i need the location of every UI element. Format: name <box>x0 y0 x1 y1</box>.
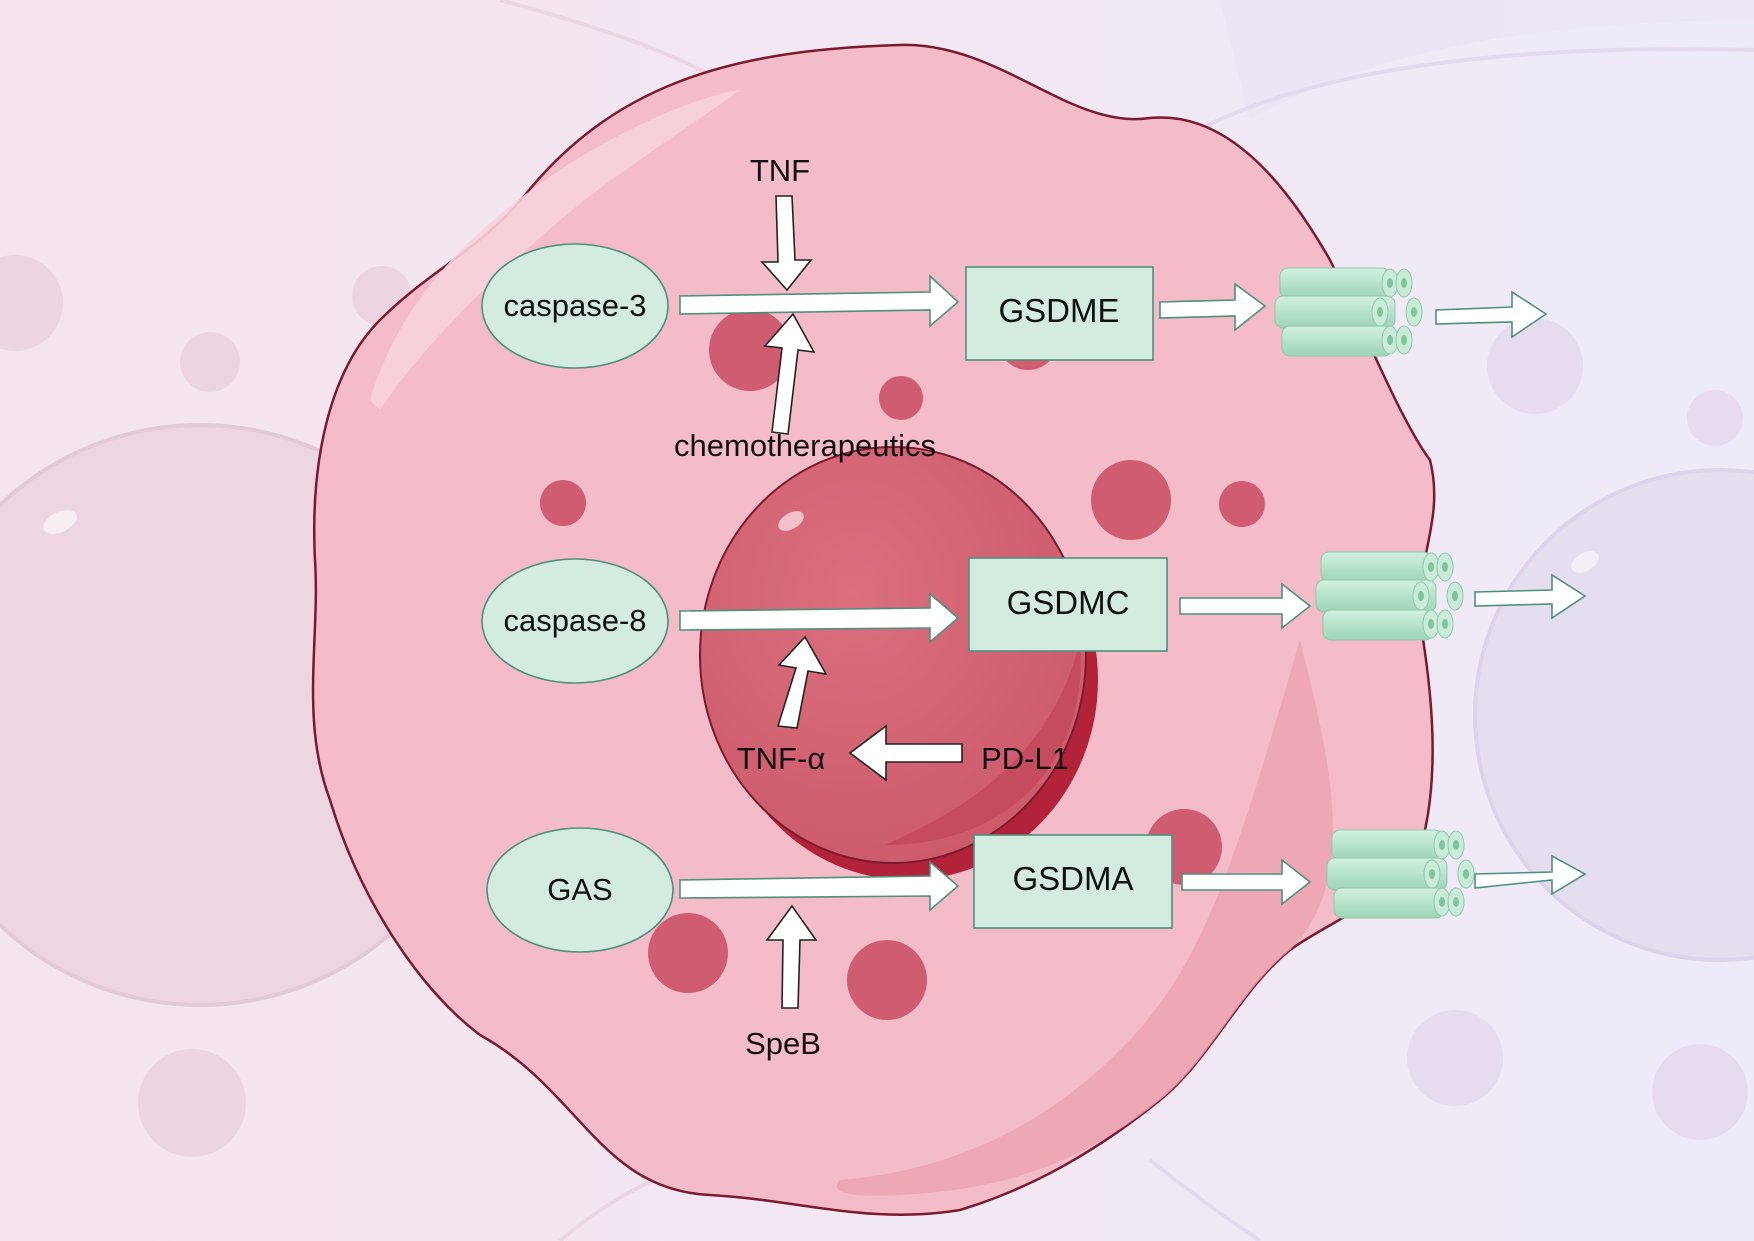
gsdma-label: GSDMA <box>1012 860 1133 897</box>
activator-caspase8-label: caspase-8 <box>503 603 646 638</box>
pd-l1-label: PD-L1 <box>981 741 1069 776</box>
arrow-caspase8-gsdmc <box>679 592 960 644</box>
gsdmc-label: GSDMC <box>1007 584 1130 621</box>
arrow-gsdma-pore <box>1181 858 1312 906</box>
arrow-caspase3-gsdme <box>679 274 960 328</box>
arrow-pore-out-2 <box>1474 573 1587 620</box>
arrows <box>679 274 1587 912</box>
arrow-tnf-down <box>760 195 813 292</box>
gasdermin-pore-icon <box>1315 551 1464 641</box>
arrow-tnfalpha-up <box>776 635 828 729</box>
tnf-label: TNF <box>750 153 810 188</box>
activator-caspase8: caspase-8 <box>481 558 669 684</box>
speb-label: SpeB <box>745 1026 821 1061</box>
arrow-gsdmc-pore <box>1179 582 1312 630</box>
cell-shading <box>836 640 1333 1196</box>
activator-caspase3-label: caspase-3 <box>503 288 646 323</box>
activator-gas: GAS <box>486 827 674 953</box>
gasdermin-gsdma: GSDMA <box>973 834 1173 929</box>
arrow-chemo-up <box>763 312 816 435</box>
modulator-arrows <box>760 195 963 1009</box>
activator-caspase3: caspase-3 <box>481 243 669 369</box>
gsdme-label: GSDME <box>998 292 1119 329</box>
activator-gas-label: GAS <box>547 872 612 907</box>
arrow-pore-out-3 <box>1474 854 1587 896</box>
arrow-speb-up <box>765 904 818 1009</box>
gasdermin-pore-icon <box>1326 829 1475 919</box>
arrow-pdl1-left <box>848 724 963 782</box>
gasdermin-gsdmc: GSDMC <box>968 557 1168 652</box>
vesicles <box>540 309 1265 1020</box>
arrow-gsdme-pore <box>1159 282 1267 332</box>
arrow-pore-out-1 <box>1435 290 1548 339</box>
arrow-gas-gsdma <box>679 860 960 912</box>
chemotherapeutics-label: chemotherapeutics <box>674 428 936 463</box>
gasdermin-pore-icon <box>1274 267 1423 357</box>
tnf-alpha-label: TNF-α <box>737 741 826 776</box>
gasdermin-gsdme: GSDME <box>965 266 1154 361</box>
